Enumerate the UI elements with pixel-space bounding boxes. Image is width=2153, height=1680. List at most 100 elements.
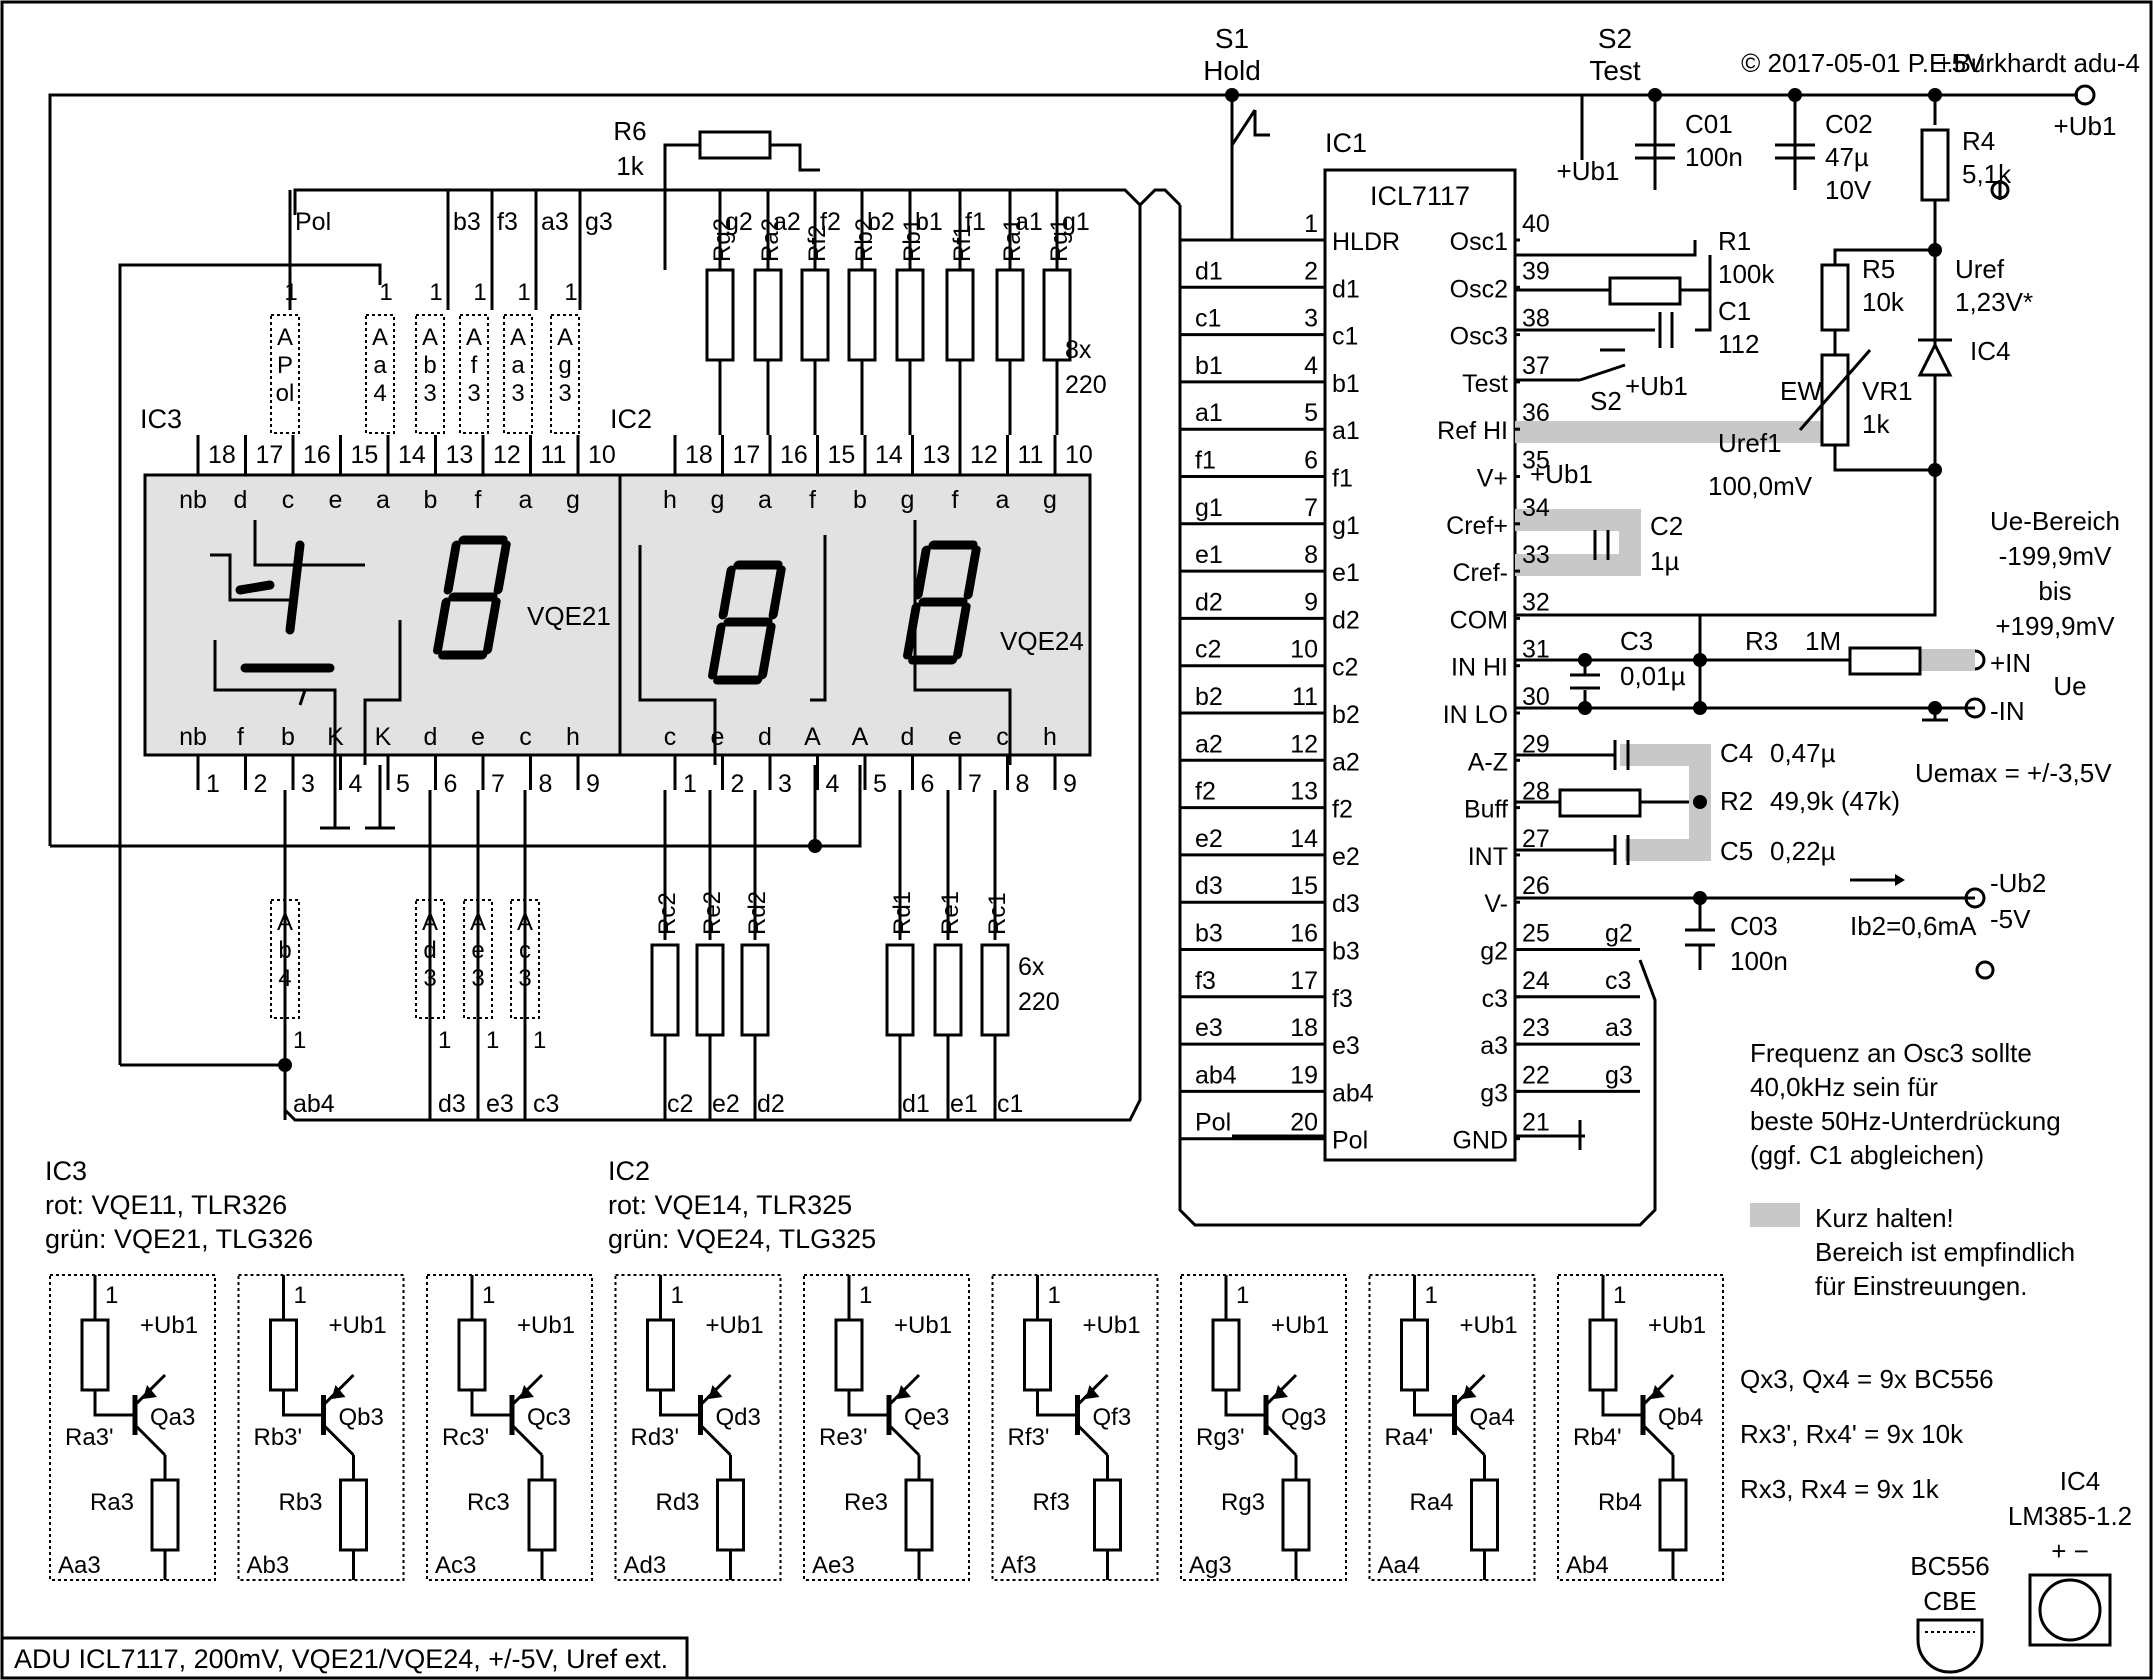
ic2-bot-pin-num: 6 <box>921 770 935 798</box>
note-ic3: rot: VQE11, TLR326 <box>45 1190 287 1220</box>
driver-box <box>1368 1274 1536 1581</box>
ic1-pin-num: 23 <box>1522 1014 1550 1042</box>
amp-label-char: 3 <box>423 965 436 992</box>
res-value: 220 <box>1018 988 1060 1016</box>
ic3-seg-name: e <box>471 723 485 751</box>
ic1-net-label: a1 <box>1195 399 1223 427</box>
bus-wire-label: c2 <box>667 1090 693 1118</box>
ic1-pin-num: 28 <box>1522 778 1550 806</box>
driver-pin: 1 <box>1236 1282 1249 1309</box>
s2-label: Test <box>1589 55 1641 86</box>
amp-label-char: 3 <box>423 380 436 407</box>
ic1-net-label: f3 <box>1195 967 1216 995</box>
amplifier-box <box>415 899 445 1019</box>
ic1-pin-num: 3 <box>1304 305 1318 333</box>
segment-resistor <box>980 943 1010 1037</box>
ic3-seg-name: h <box>566 723 580 751</box>
ic1-pin-name: Osc3 <box>1450 323 1508 351</box>
ic2-seg-name: f <box>809 486 816 514</box>
ic4-ref: IC4 <box>1970 336 2010 366</box>
ic2-seg-name: c <box>996 723 1009 751</box>
ic3-seg-name: b <box>424 486 438 514</box>
c3-ref: C3 <box>1620 626 1653 656</box>
c03-ref: C03 <box>1730 911 1778 941</box>
vqe24-label: VQE24 <box>1000 626 1084 656</box>
junction-dot <box>278 1058 292 1072</box>
ic1-pin-num: 25 <box>1522 920 1550 948</box>
ic1-pin-num: 8 <box>1304 541 1318 569</box>
driver-name: Ag3 <box>1189 1552 1232 1579</box>
ic2-bot-pin-num: 7 <box>968 770 982 798</box>
s2-name: S2 <box>1598 23 1632 54</box>
ic3-top-pin-num: 15 <box>351 441 379 469</box>
in-pos-label: +IN <box>1990 648 2031 678</box>
note-frequency: beste 50Hz-Unterdrückung <box>1750 1106 2061 1136</box>
base-resistor <box>834 1318 864 1392</box>
ic2-top-pin-num: 12 <box>970 441 998 469</box>
r6-ref: R6 <box>613 116 646 146</box>
amp-label-char: A <box>510 324 526 351</box>
ic1-net-label: b3 <box>1195 920 1223 948</box>
driver-resistor: Rg3 <box>1221 1489 1265 1516</box>
ic1-pin-name: f2 <box>1332 796 1353 824</box>
bus-wire-label: c3 <box>533 1090 559 1118</box>
legend-swatch <box>1750 1203 1800 1227</box>
ic4-zener <box>1917 341 1953 377</box>
amp-label-char: g <box>558 352 571 379</box>
ic3-seg-name: g <box>566 486 580 514</box>
amp-label-char: 3 <box>511 380 524 407</box>
ib2-label: Ib2=0,6mA <box>1850 911 1977 941</box>
ic1-pin-name: HLDR <box>1332 228 1400 256</box>
ic1-pin-num: 31 <box>1522 636 1550 664</box>
s1-name: S1 <box>1215 23 1249 54</box>
ub1-label: +Ub1 <box>1557 156 1620 186</box>
driver-base-resistor: Rg3' <box>1196 1424 1245 1451</box>
ic1-pin-name: Cref+ <box>1446 512 1508 540</box>
amp-pin-label: 1 <box>429 279 442 306</box>
c2-value: 1µ <box>1650 546 1679 576</box>
ic1-pin-num: 38 <box>1522 305 1550 333</box>
ic1-pin-name: e3 <box>1332 1032 1360 1060</box>
driver-supply: +Ub1 <box>1648 1312 1706 1339</box>
driver-supply: +Ub1 <box>1460 1312 1518 1339</box>
ic1-pin-num: 32 <box>1522 588 1550 616</box>
ic1-net-label: e3 <box>1195 1014 1223 1042</box>
driver-name: Aa4 <box>1378 1552 1421 1579</box>
bus-wire-label: g1 <box>1062 208 1090 236</box>
ic3-seg-name: nb <box>179 486 207 514</box>
ic3-top-pin-num: 16 <box>303 441 331 469</box>
driver-box <box>426 1274 593 1581</box>
driver-resistor: Rb3 <box>279 1489 323 1516</box>
amplifier-box <box>270 314 300 434</box>
ic1-pin-num: 19 <box>1290 1061 1318 1089</box>
ic1-pin-num: 4 <box>1304 352 1318 380</box>
resistor-label: Re2 <box>699 891 726 935</box>
bus-wire-label: e2 <box>712 1090 740 1118</box>
note-frequency: 40,0kHz sein für <box>1750 1072 1938 1102</box>
bus-wire-label: Pol <box>295 208 331 236</box>
ic1-net-label: ab4 <box>1195 1061 1237 1089</box>
driver-box <box>49 1274 216 1581</box>
junction-dot <box>1578 653 1592 667</box>
ic3-bot-pin-num: 4 <box>349 770 363 798</box>
amp-label-char: ol <box>276 380 295 407</box>
amplifier-box <box>365 314 395 434</box>
display-ic3-body <box>143 473 622 757</box>
note-ic2: grün: VQE24, TLG325 <box>608 1224 876 1254</box>
ic1-pin-name: b2 <box>1332 701 1360 729</box>
ic1-pin-num: 24 <box>1522 967 1550 995</box>
ic1-pin-num: 21 <box>1522 1109 1550 1137</box>
driver-box <box>237 1274 405 1581</box>
driver-name: Aa3 <box>58 1552 101 1579</box>
r2-value: 49,9k (47k) <box>1770 786 1900 816</box>
ub1-out-label: +Ub1 <box>2054 111 2117 141</box>
ic2-seg-name: c <box>664 723 677 751</box>
caption-box <box>0 1636 689 1680</box>
junction-dot <box>808 839 822 853</box>
bus-wire-label: e3 <box>486 1090 514 1118</box>
uemax-label: Uemax = +/-3,5V <box>1915 758 2112 788</box>
